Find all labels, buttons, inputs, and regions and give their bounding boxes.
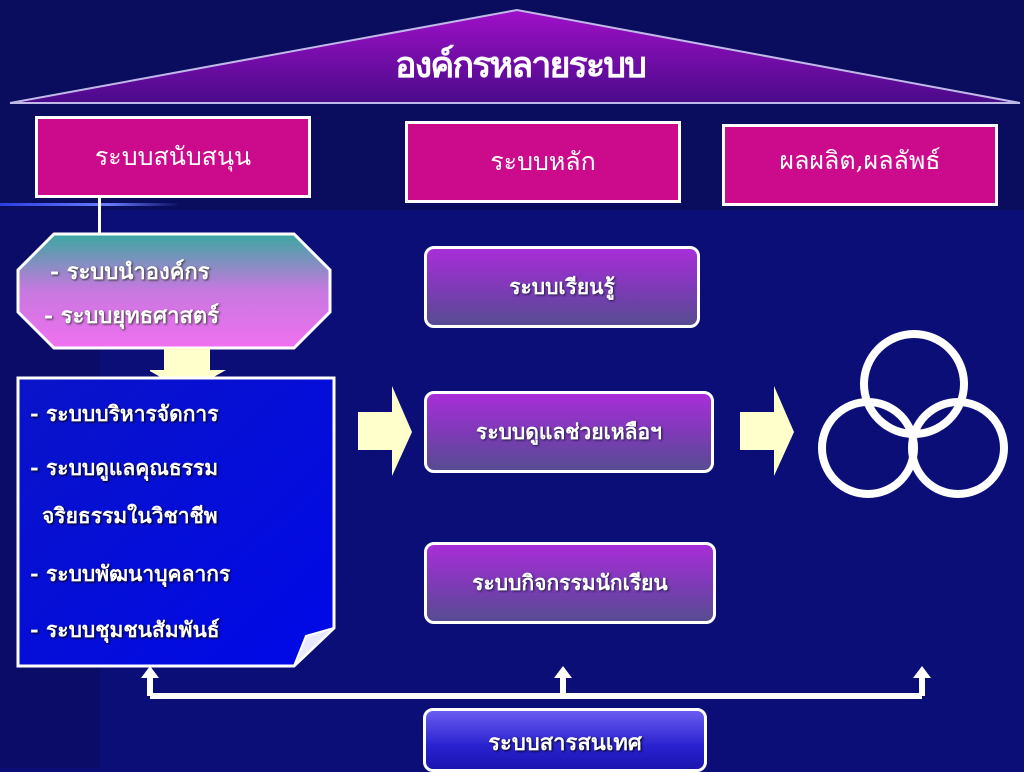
right-arrow-to-output — [740, 386, 794, 476]
ethics-system-item: - ระบบดูแลคุณธรรม — [30, 455, 219, 480]
student-activities-system-box: ระบบกิจกรรมนักเรียน — [424, 542, 716, 624]
management-system-item: - ระบบบริหารจัดการ — [30, 401, 219, 426]
right-arrow-to-core — [358, 386, 412, 476]
main-system-header: ระบบหลัก — [405, 121, 681, 203]
roof-shape — [9, 8, 1021, 104]
output-outcome-header: ผลผลิต,ผลลัพธ์ — [722, 124, 998, 206]
decorative-line — [0, 203, 180, 206]
header-connector-line — [98, 198, 101, 236]
information-feedback-lines — [141, 666, 931, 699]
leadership-item: - ระบบนำองค์กร — [50, 259, 210, 285]
leadership-list: - ระบบนำองค์กร - ระบบยุทธศาสตร์ — [20, 250, 320, 338]
support-systems-document — [16, 376, 336, 668]
support-system-header: ระบบสนับสนุน — [35, 116, 311, 198]
information-system-box: ระบบสารสนเทศ — [423, 708, 707, 772]
output-rings-icon — [818, 330, 1008, 498]
leadership-octagon — [16, 232, 332, 350]
page-title: องค์กรหลายระบบ — [395, 45, 647, 86]
community-relations-item: - ระบบชุมชนสัมพันธ์ — [30, 617, 220, 642]
student-care-system-box: ระบบดูแลช่วยเหลือฯ — [424, 391, 714, 473]
ethics-system-item-cont: จริยธรรมในวิชาชีพ — [42, 503, 218, 528]
personnel-development-item: - ระบบพัฒนาบุคลากร — [30, 561, 231, 586]
strategy-item: - ระบบยุทธศาสตร์ — [44, 303, 220, 329]
learning-system-box: ระบบเรียนรู้ — [424, 246, 700, 328]
